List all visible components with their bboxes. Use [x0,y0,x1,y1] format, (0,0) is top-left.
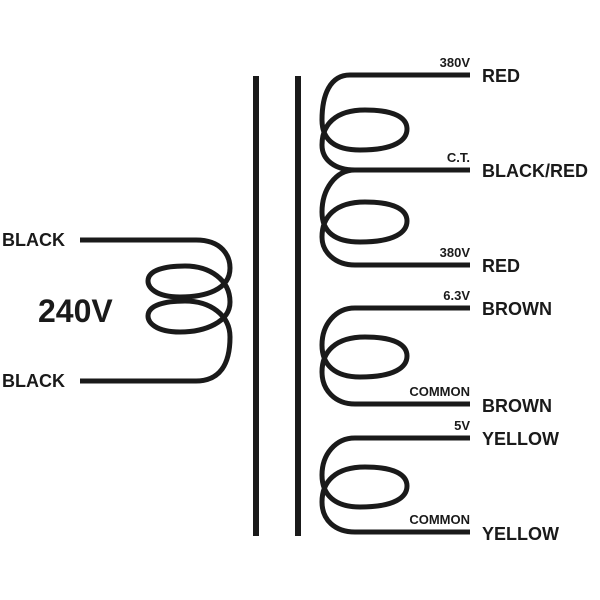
hv-top-tap-label: 380V [440,55,471,70]
hv-bottom-lead-label: RED [482,256,520,276]
hv-secondary-coil [319,72,470,268]
heater-6v3-winding [319,305,470,407]
primary-voltage-label: 240V [38,293,113,329]
heater-5v-top-tap-label: 5V [454,418,470,433]
primary-winding [80,237,233,384]
primary-bottom-lead-label: BLACK [2,371,65,391]
heater-5v-coil [319,435,470,535]
hv-center-tap-label: C.T. [447,150,470,165]
primary-top-lead-label: BLACK [2,230,65,250]
primary-coil [80,237,233,384]
heater-5v-bottom-tap-label: COMMON [409,512,470,527]
heater-5v-winding [319,435,470,535]
hv-secondary-winding [319,72,470,268]
heater-6v3-bottom-lead-label: BROWN [482,396,552,416]
hv-bottom-tap-label: 380V [440,245,471,260]
heater-6v3-top-lead-label: BROWN [482,299,552,319]
heater-6v3-bottom-tap-label: COMMON [409,384,470,399]
heater-6v3-top-tap-label: 6.3V [443,288,470,303]
hv-center-lead-label: BLACK/RED [482,161,588,181]
heater-5v-top-lead-label: YELLOW [482,429,559,449]
hv-top-lead-label: RED [482,66,520,86]
heater-5v-bottom-lead-label: YELLOW [482,524,559,544]
heater-6v3-coil [319,305,470,407]
